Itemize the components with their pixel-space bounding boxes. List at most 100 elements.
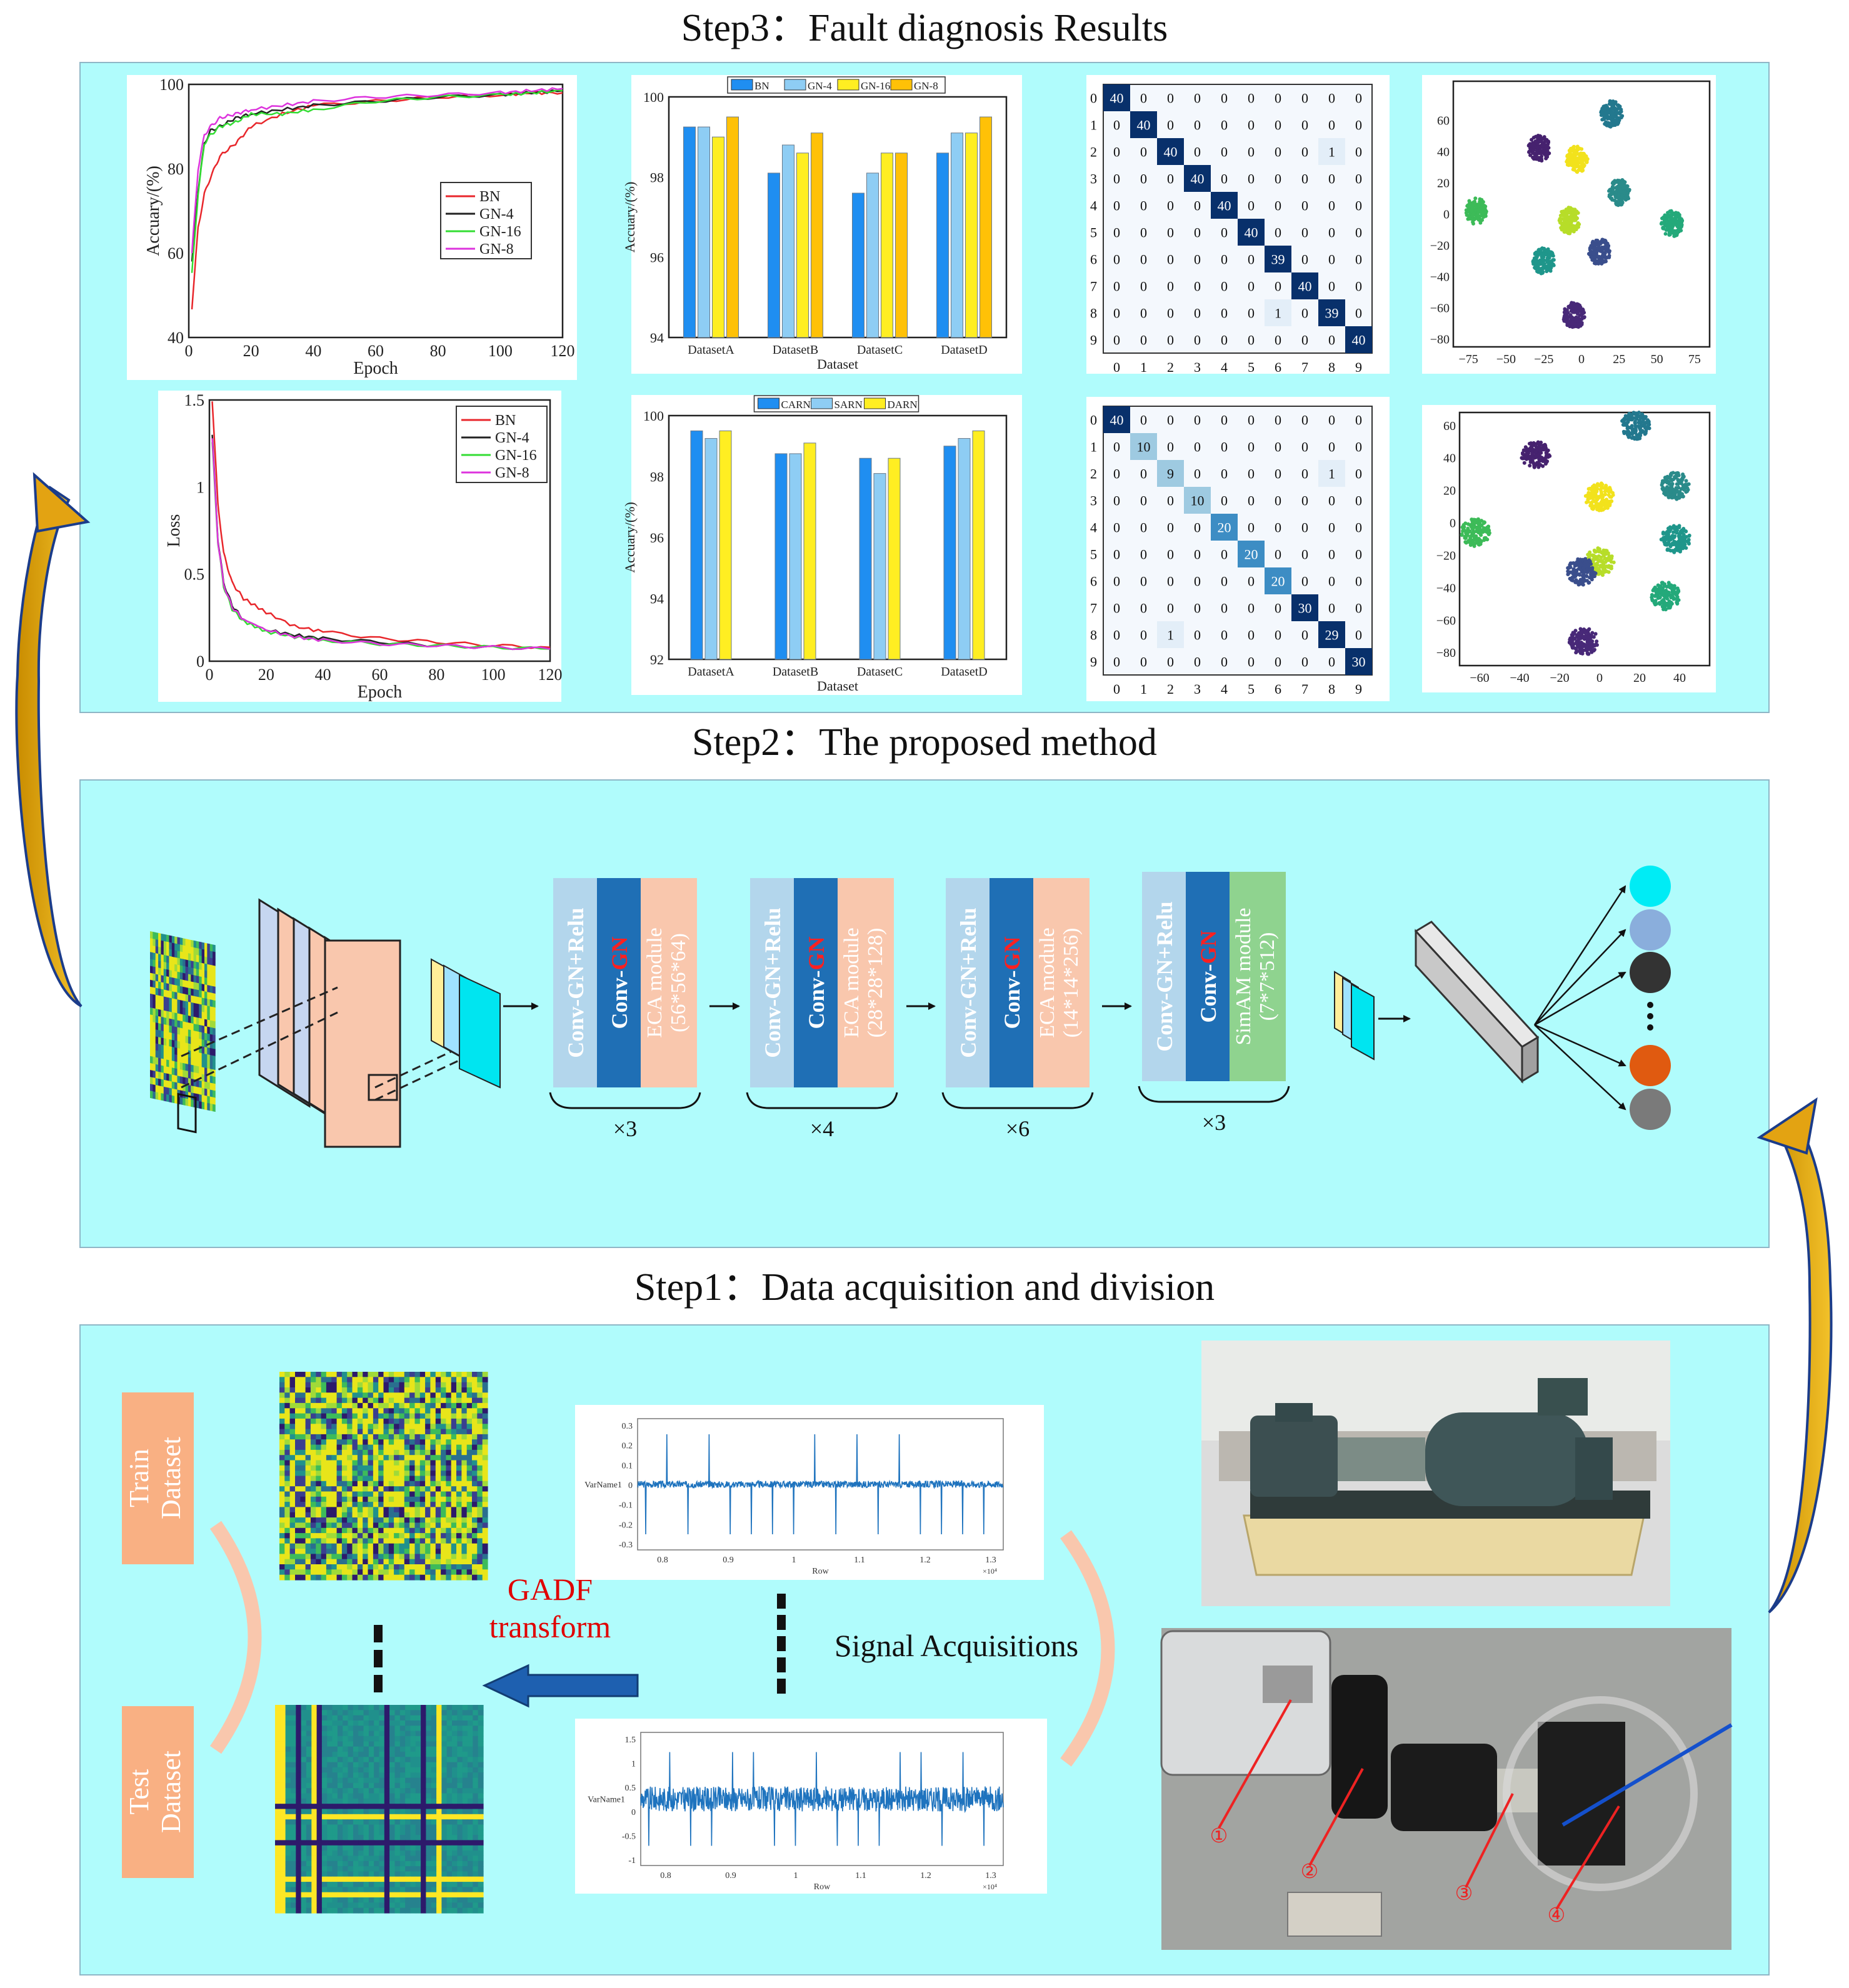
y-tick-label: 96 [650,250,664,266]
gadf-pixel [279,1408,285,1414]
gadf-pixel [404,1382,410,1388]
gadf-pixel [316,1392,322,1399]
gadf-pixel [477,1408,483,1414]
gadf-pixel [316,1382,322,1388]
tsne-point-cluster-0 [1543,138,1548,142]
gadf-pixel [300,1439,306,1446]
gadf-pixel [331,1449,338,1456]
gadf-pixel [310,1471,316,1477]
cell-value: 0 [1248,439,1255,455]
tsne-point-cluster-8 [1676,589,1680,593]
cell-fill [1238,541,1265,567]
arrow-to-output-3 [1534,1024,1626,1067]
gadf-pixel [399,1439,405,1446]
gadf-pixel [169,997,173,1006]
gadf-pixel [207,957,211,966]
gadf-pixel [456,1424,462,1430]
gadf-pixel [193,989,197,997]
gadf-pixel [191,1071,194,1080]
gadf-pixel [171,956,175,965]
gadf-pixel [357,1455,363,1461]
gadf-pixel [326,1439,332,1446]
gadf-pixel [191,988,194,997]
block-4-brace [1138,1086,1290,1103]
block-2-repeat: ×4 [810,1116,834,1141]
gadf-pixel [289,1434,296,1440]
cell-value: 0 [1140,627,1147,643]
gadf-pixel [169,991,173,999]
block-3-label-d: (14*14*256) [1060,928,1083,1038]
bar-CARN-DatasetC [859,457,872,660]
gadf-pixel [456,1476,462,1482]
gadf-pixel [183,993,186,1002]
gadf-pixel [446,1460,452,1466]
gadf-pixel [394,1455,399,1461]
row-label: 5 [1090,225,1097,241]
tsne-point-cluster-1 [1624,421,1628,425]
gadf-pixel [295,1439,301,1446]
gadf-pixel [336,1397,343,1404]
tsne-point-cluster-2 [1590,487,1595,492]
gadf-pixel [185,994,189,1002]
gadf-pixel [321,1465,327,1471]
x-tick-label: 100 [488,342,513,360]
gadf-pixel [363,1392,369,1399]
gadf-pixel [161,1037,164,1046]
gadf-pixel [199,962,202,971]
gadf-pixel [373,1402,379,1409]
gadf-pixel [179,965,183,974]
gadf-pixel [373,1387,379,1393]
gadf-pixel [169,1081,173,1089]
gadf-pixel [179,944,183,952]
tsne-point-cluster-4 [1469,534,1473,538]
gadf-pixel [185,1042,189,1051]
tsne-point-cluster-3 [1660,486,1665,491]
gadf-pixel [199,969,202,977]
gadf-pixel [310,1449,316,1456]
tsne-point-cluster-2 [1611,112,1615,116]
gadf-pixel [409,1507,415,1513]
gadf-pixel [199,1094,202,1102]
gadf-pixel [378,1402,384,1409]
gadf-pixel [213,972,216,981]
gadf-pixel [185,1077,189,1086]
gadf-pixel [326,1377,332,1383]
gadf-pixel [326,1424,332,1430]
gadf-pixel [404,1439,410,1446]
gadf-pixel [316,1424,322,1430]
tsne-point-cluster-4 [1483,214,1488,218]
plot-frame [668,414,1008,661]
tsne-point-cluster-0 [1522,461,1526,465]
gadf-pixel [451,1402,457,1409]
col-label: 3 [1194,681,1201,697]
gadf-pixel [394,1377,399,1383]
cell-value: 0 [1301,225,1308,241]
gadf-pixel [461,1418,468,1424]
tsne-point-cluster-8 [1668,602,1673,607]
gadf-pixel [394,1502,399,1507]
gadf-pixel [466,1460,473,1466]
tsne-point-cluster-7 [1542,262,1546,266]
tsne-point-cluster-0 [1541,143,1546,147]
tsne-point-cluster-0 [1530,144,1534,148]
gadf-pixel [357,1439,363,1446]
gadf-pixel [204,1081,208,1090]
gadf-pixel [347,1377,353,1383]
gadf-pixel [352,1507,358,1513]
cell-value: 0 [1275,144,1281,160]
gadf-pixel [331,1424,338,1430]
gadf-pixel [409,1387,415,1393]
tsne-point-cluster-9 [1582,311,1586,315]
tsne-point-cluster-5 [1684,546,1688,550]
pooled-feature-maps [431,958,501,1089]
gadf-pixel [305,1486,311,1492]
gadf-pixel [199,1039,202,1047]
gadf-pixel [185,973,189,982]
gadf-pixel [441,1372,446,1377]
gadf-pixel [404,1449,410,1456]
gadf-pixel [289,1397,296,1404]
gadf-pixel [331,1377,338,1383]
gadf-pixel [279,1465,285,1471]
tsne-point-cluster-9 [1580,322,1584,327]
gadf-pixel [378,1465,384,1471]
